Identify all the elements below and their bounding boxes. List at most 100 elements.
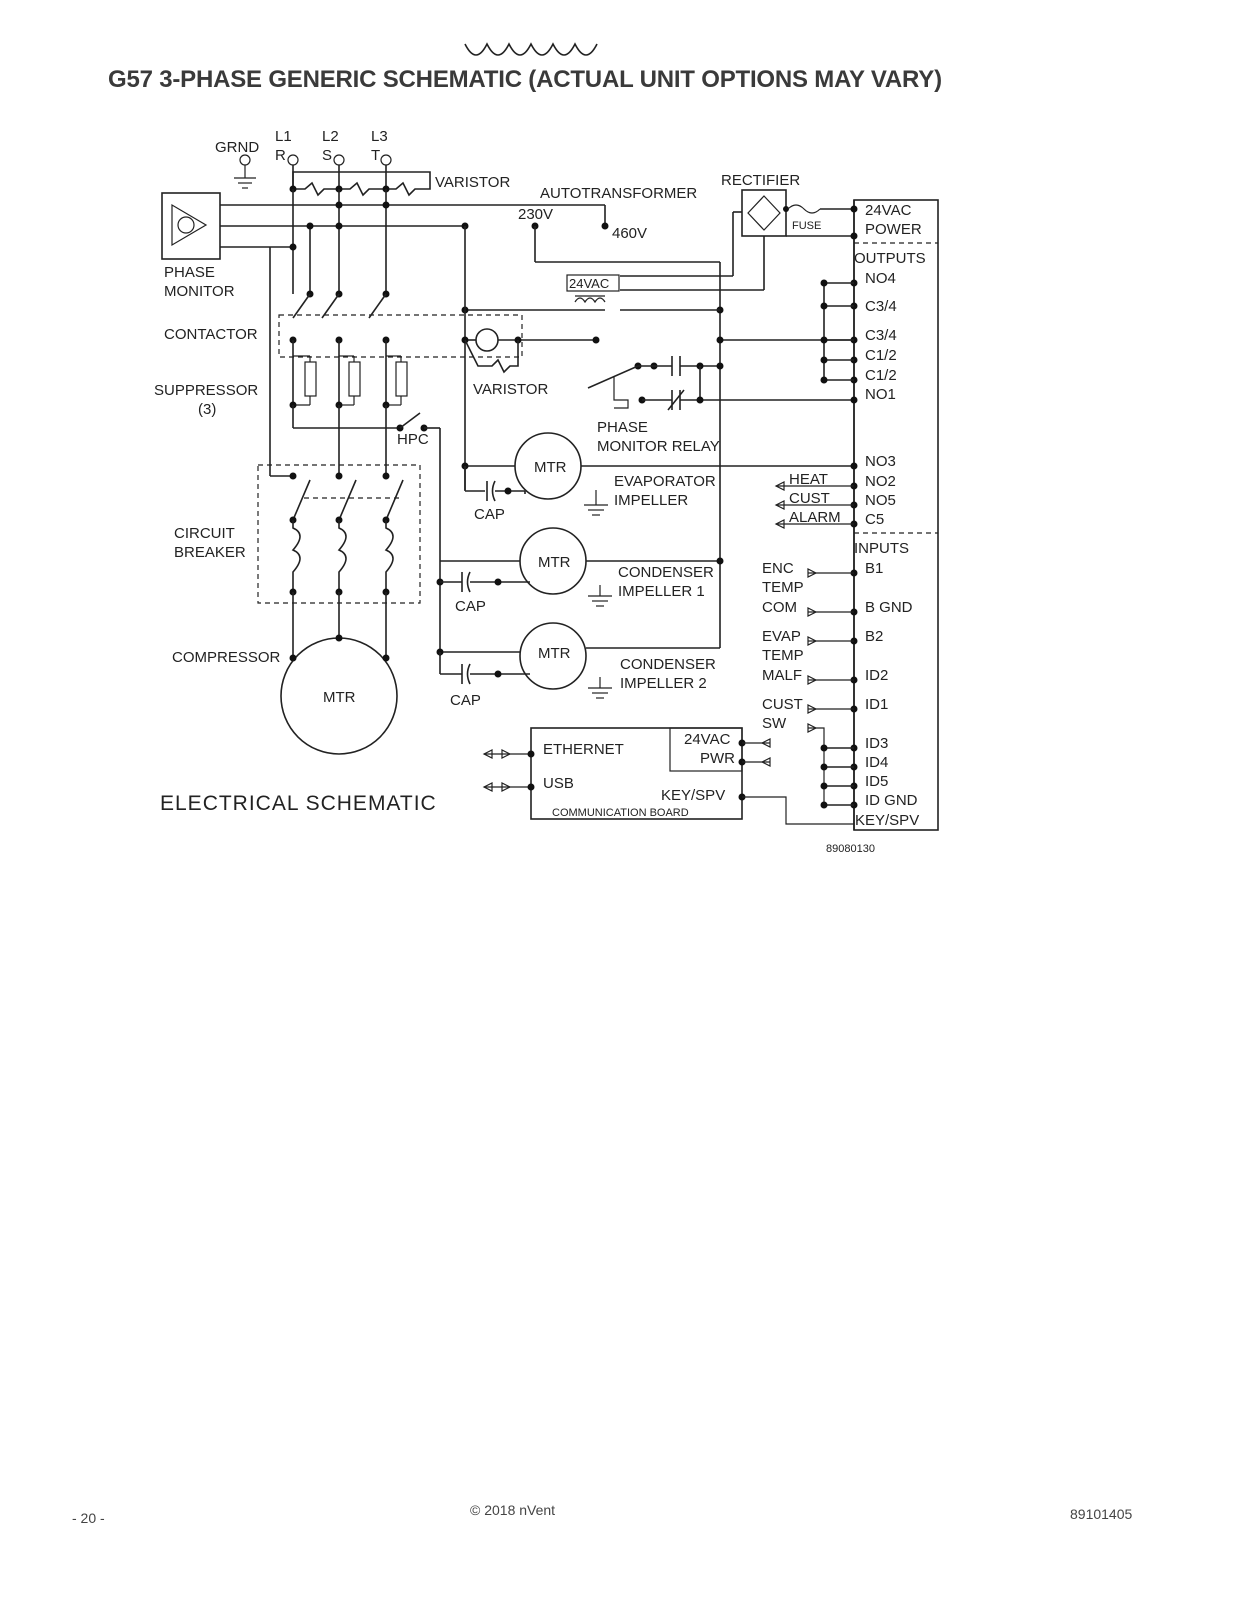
hpc-switch xyxy=(399,412,421,429)
comm-connectors xyxy=(482,738,854,825)
rectifier-label: RECTIFIER xyxy=(721,172,800,189)
suppressors xyxy=(289,355,408,409)
vac24-label: 24VAC xyxy=(569,276,609,291)
r-label: R xyxy=(275,147,286,164)
term-inputs: INPUTS xyxy=(854,540,909,557)
l2-label: L2 xyxy=(322,128,339,145)
term-power1: 24VAC xyxy=(865,202,912,219)
l3-terminal xyxy=(380,154,392,166)
rectifier xyxy=(741,189,789,237)
condenser-motor-2 xyxy=(519,622,587,690)
contactor-contacts xyxy=(289,290,390,356)
cust-label: CUST xyxy=(789,490,830,507)
evaporator-label: EVAPORATOR xyxy=(614,473,716,490)
grnd-label: GRND xyxy=(215,139,259,156)
term-c34b: C3/4 xyxy=(865,327,897,344)
cond1-ground xyxy=(588,585,612,607)
com-label: COM xyxy=(762,599,797,616)
term-no3: NO3 xyxy=(865,453,896,470)
term-outputs: OUTPUTS xyxy=(854,250,926,267)
ethernet-label: ETHERNET xyxy=(543,741,624,758)
monitor-label: MONITOR xyxy=(164,283,235,300)
top-varistor xyxy=(289,171,431,197)
compressor-label: COMPRESSOR xyxy=(172,649,281,666)
input-arrows xyxy=(807,568,854,809)
term-idgnd: ID GND xyxy=(865,792,918,809)
pmr-relay-label: MONITOR RELAY xyxy=(597,438,720,455)
impeller2-label: IMPELLER 2 xyxy=(620,675,707,692)
fuse-label: FUSE xyxy=(792,220,821,232)
term-power2: POWER xyxy=(865,221,922,238)
suppressor-count-label: (3) xyxy=(198,401,216,418)
page-title: G57 3-PHASE GENERIC SCHEMATIC (ACTUAL UN… xyxy=(108,66,942,93)
phase-monitor xyxy=(161,192,221,260)
enc-label: ENC xyxy=(762,560,794,577)
alarm-label: ALARM xyxy=(789,509,841,526)
term-b1: B1 xyxy=(865,560,883,577)
term-b2: B2 xyxy=(865,628,883,645)
circuit-breaker xyxy=(289,472,404,596)
pwr-label: PWR xyxy=(700,750,735,767)
keyspv-board-label: KEY/SPV xyxy=(661,787,725,804)
cond2-mtr-label: MTR xyxy=(538,645,571,662)
fuse xyxy=(787,204,854,214)
output-arrows xyxy=(774,481,854,529)
temp2-label: TEMP xyxy=(762,647,804,664)
condenser1-label: CONDENSER xyxy=(618,564,714,581)
contactor-label: CONTACTOR xyxy=(164,326,258,343)
t-label: T xyxy=(371,147,380,164)
cust2-label: CUST xyxy=(762,696,803,713)
condenser2-label: CONDENSER xyxy=(620,656,716,673)
sw-label: SW xyxy=(762,715,787,732)
l3-label: L3 xyxy=(371,128,388,145)
autotransformer-label: AUTOTRANSFORMER xyxy=(540,185,697,202)
contactor-coil xyxy=(461,328,600,352)
copyright: © 2018 nVent xyxy=(470,1502,556,1518)
comm-board-label: COMMUNICATION BOARD xyxy=(552,807,689,819)
mid-varistor xyxy=(464,339,519,374)
malf-label: MALF xyxy=(762,667,802,684)
page-number: - 20 - xyxy=(72,1510,105,1526)
term-id3: ID3 xyxy=(865,735,888,752)
term-no2: NO2 xyxy=(865,473,896,490)
term-c34a: C3/4 xyxy=(865,298,897,315)
evap-label: EVAP xyxy=(762,628,801,645)
varistor-mid-label: VARISTOR xyxy=(473,381,548,398)
compressor-mtr-label: MTR xyxy=(323,689,356,706)
evap-ground xyxy=(584,490,608,516)
term-id1: ID1 xyxy=(865,696,888,713)
v230-label: 230V xyxy=(518,206,553,223)
hpc-label: HPC xyxy=(397,431,429,448)
cond2-cap-label: CAP xyxy=(450,692,481,709)
term-c12a: C1/2 xyxy=(865,347,897,364)
pwr-24vac-label: 24VAC xyxy=(684,731,731,748)
term-id4: ID4 xyxy=(865,754,888,771)
schematic-caption: ELECTRICAL SCHEMATIC xyxy=(160,792,437,815)
output-jumpers xyxy=(820,279,854,384)
varistor-top-label: VARISTOR xyxy=(435,174,510,191)
term-bgnd: B GND xyxy=(865,599,913,616)
ground-symbol xyxy=(234,154,256,189)
usb-label: USB xyxy=(543,775,574,792)
cond1-mtr-label: MTR xyxy=(538,554,571,571)
l1-label: L1 xyxy=(275,128,292,145)
heat-label: HEAT xyxy=(789,471,828,488)
term-no1: NO1 xyxy=(865,386,896,403)
v460-label: 460V xyxy=(612,225,647,242)
impeller1-label: IMPELLER 1 xyxy=(618,583,705,600)
evap-mtr-label: MTR xyxy=(534,459,567,476)
s-label: S xyxy=(322,147,332,164)
suppressor-label: SUPPRESSOR xyxy=(154,382,258,399)
drawing-number: 89080130 xyxy=(826,843,875,855)
term-keyspv: KEY/SPV xyxy=(855,812,919,829)
term-id2: ID2 xyxy=(865,667,888,684)
cond1-cap-label: CAP xyxy=(455,598,486,615)
evap-cap-label: CAP xyxy=(474,506,505,523)
evap-impeller-label: IMPELLER xyxy=(614,492,688,509)
l2-terminal xyxy=(333,154,345,166)
term-no5: NO5 xyxy=(865,492,896,509)
circuit-label: CIRCUIT xyxy=(174,525,235,542)
communication-board xyxy=(530,727,743,820)
l1-terminal xyxy=(287,154,299,166)
